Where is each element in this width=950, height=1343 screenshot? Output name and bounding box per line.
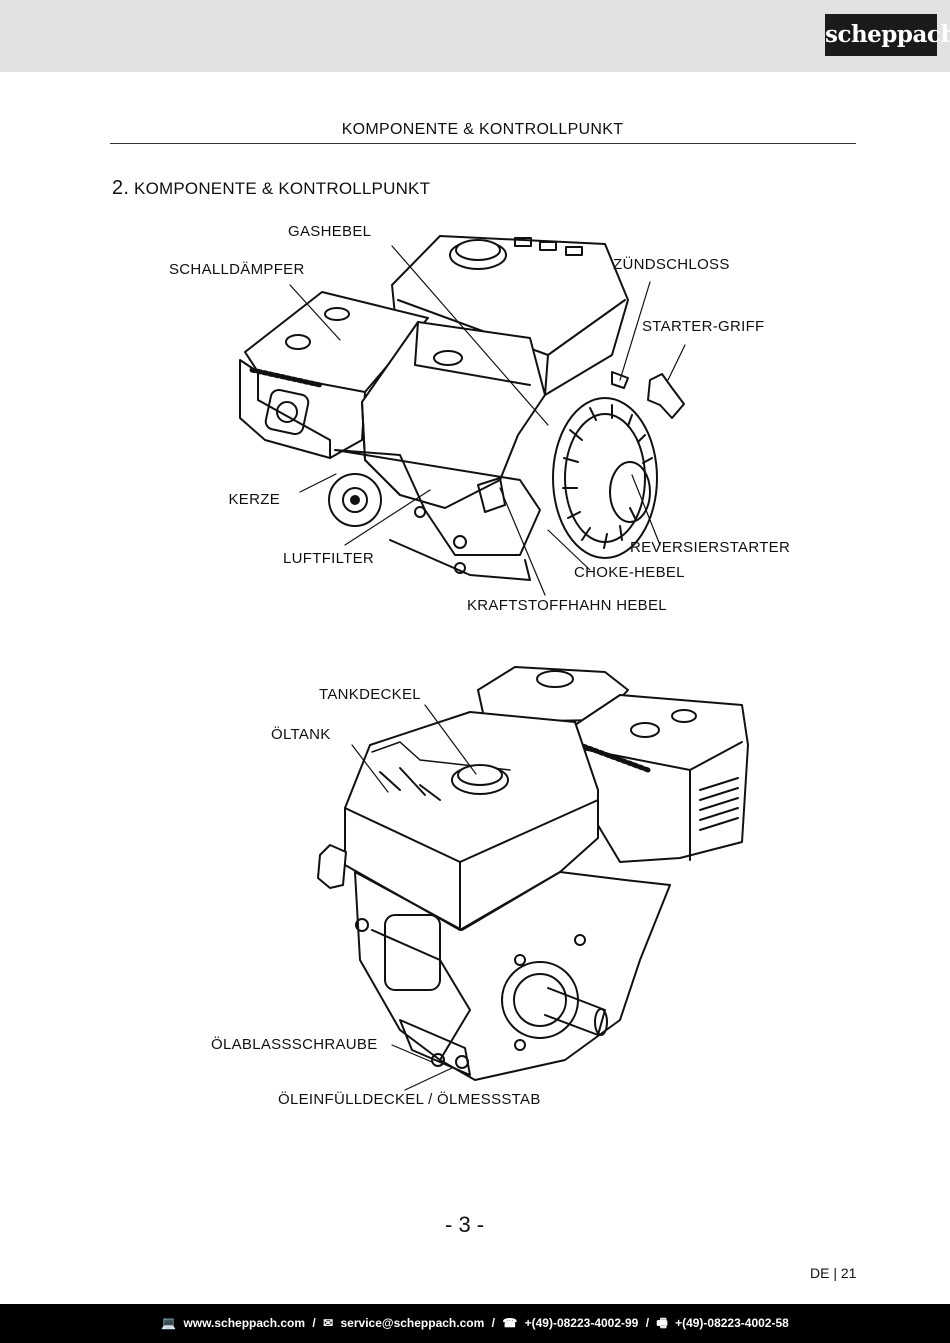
label-tankdeckel: TANKDECKEL: [319, 686, 421, 703]
label-kerze: KERZE: [228, 491, 280, 508]
label-luftfilter: LUFTFILTER: [283, 550, 375, 567]
footer-separator: /: [491, 1316, 495, 1330]
section-title: KOMPONENTE & KONTROLLPUNKT: [134, 179, 431, 198]
section-number: 2.: [112, 177, 130, 199]
fax-icon: 🖷: [656, 1316, 668, 1330]
footer-phone: +(49)-08223-4002-99: [524, 1316, 639, 1330]
computer-icon: 💻: [161, 1316, 177, 1330]
page-header-title: KOMPONENTE & KONTROLLPUNKT: [341, 121, 624, 138]
scheppach-logo: scheppach: [825, 14, 950, 56]
top-bar: [0, 0, 950, 72]
mail-icon: ✉: [323, 1316, 334, 1330]
footer-fax: +(49)-08223-4002-58: [675, 1316, 789, 1330]
label-zuendschloss: ZÜNDSCHLOSS: [613, 256, 730, 273]
engine-top-view-drawing: [239, 235, 686, 596]
label-oelablassschraube: ÖLABLASSSCHRAUBE: [211, 1036, 378, 1053]
phone-icon: ☎: [502, 1316, 518, 1330]
label-oeleinfuelldeckel: ÖLEINFÜLLDECKEL / ÖLMESSSTAB: [278, 1091, 541, 1108]
label-gashebel: GASHEBEL: [288, 223, 372, 240]
label-oeltank: ÖLTANK: [271, 726, 331, 743]
footer-website[interactable]: www.scheppach.com: [183, 1316, 306, 1330]
label-kraftstoffhahn-hebel: KRAFTSTOFFHAHN HEBEL: [467, 597, 667, 614]
section-heading: 2. KOMPONENTE & KONTROLLPUNKT: [112, 177, 430, 200]
footer-separator: /: [312, 1316, 316, 1330]
label-reversierstarter: REVERSIERSTARTER: [630, 539, 791, 556]
label-choke-hebel: CHOKE-HEBEL: [574, 564, 685, 581]
footer-separator: /: [645, 1316, 650, 1330]
footer-email[interactable]: service@scheppach.com: [340, 1316, 485, 1330]
label-schalldaempfer: SCHALLDÄMPFER: [169, 261, 305, 278]
footer-contact-bar: 💻 www.scheppach.com / ✉ service@scheppac…: [0, 1304, 950, 1343]
language-page-marker: DE | 21: [810, 1265, 857, 1281]
engine-bottom-view-drawing: [317, 666, 749, 1091]
page-number: - 3 -: [445, 1212, 485, 1237]
label-starter-griff: STARTER-GRIFF: [642, 318, 765, 335]
header-divider: [110, 143, 856, 144]
